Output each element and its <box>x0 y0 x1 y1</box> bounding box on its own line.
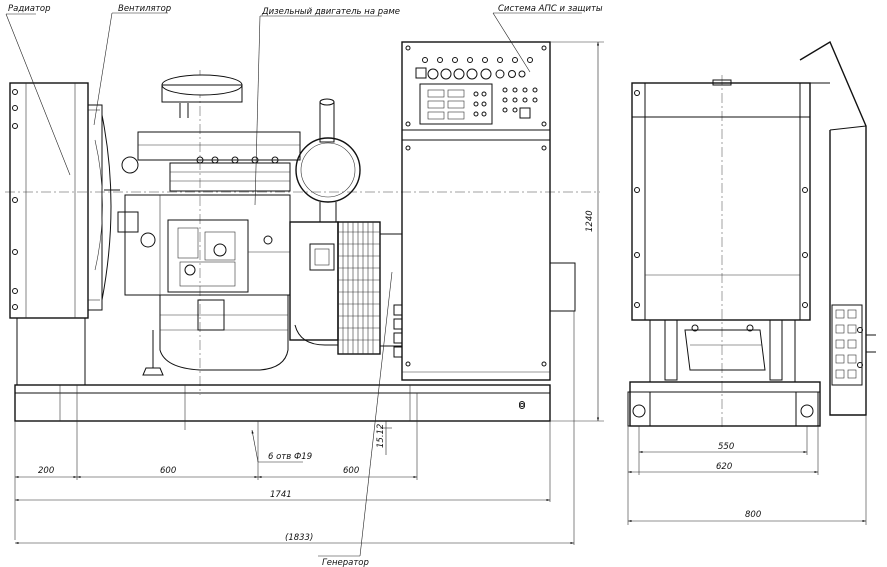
button-grid <box>502 87 538 119</box>
side-dimensions <box>627 415 867 525</box>
dim-600-left: 600 <box>160 466 176 476</box>
dim-1240: 1240 <box>585 210 595 232</box>
radiator <box>9 82 100 386</box>
leader-lines <box>5 12 582 557</box>
base-frame <box>14 384 551 422</box>
engine <box>117 74 301 376</box>
dim-15-12: 15.12 <box>376 424 386 448</box>
indicator-row <box>422 57 533 63</box>
front-dimensions <box>15 41 604 545</box>
generator-bearing <box>549 262 576 312</box>
side-terminals <box>831 304 876 386</box>
dim-holes: 6 отв Ф19 <box>268 452 312 462</box>
label-generator: Генератор <box>322 558 369 567</box>
dim-1741: 1741 <box>270 490 292 500</box>
dim-550: 550 <box>718 442 734 452</box>
control-cabinet <box>401 41 551 407</box>
muffler <box>295 98 361 222</box>
display-panel <box>419 83 493 125</box>
dim-1833: (1833) <box>285 533 313 543</box>
label-fan: Вентилятор <box>118 4 171 14</box>
terminal-blocks <box>393 304 403 358</box>
dim-620: 620 <box>716 462 732 472</box>
side-view <box>627 40 876 430</box>
front-view <box>5 41 600 545</box>
label-radiator: Радиатор <box>8 4 51 14</box>
dim-800: 800 <box>745 510 761 520</box>
dim-600-right: 600 <box>343 466 359 476</box>
switch-row <box>415 67 526 80</box>
fan <box>87 104 120 311</box>
dim-200: 200 <box>38 466 54 476</box>
label-engine: Дизельный двигатель на раме <box>261 7 400 17</box>
label-control-system: Система АПС и защиты <box>498 4 603 14</box>
generator <box>289 221 403 355</box>
generator-grille <box>338 222 380 354</box>
